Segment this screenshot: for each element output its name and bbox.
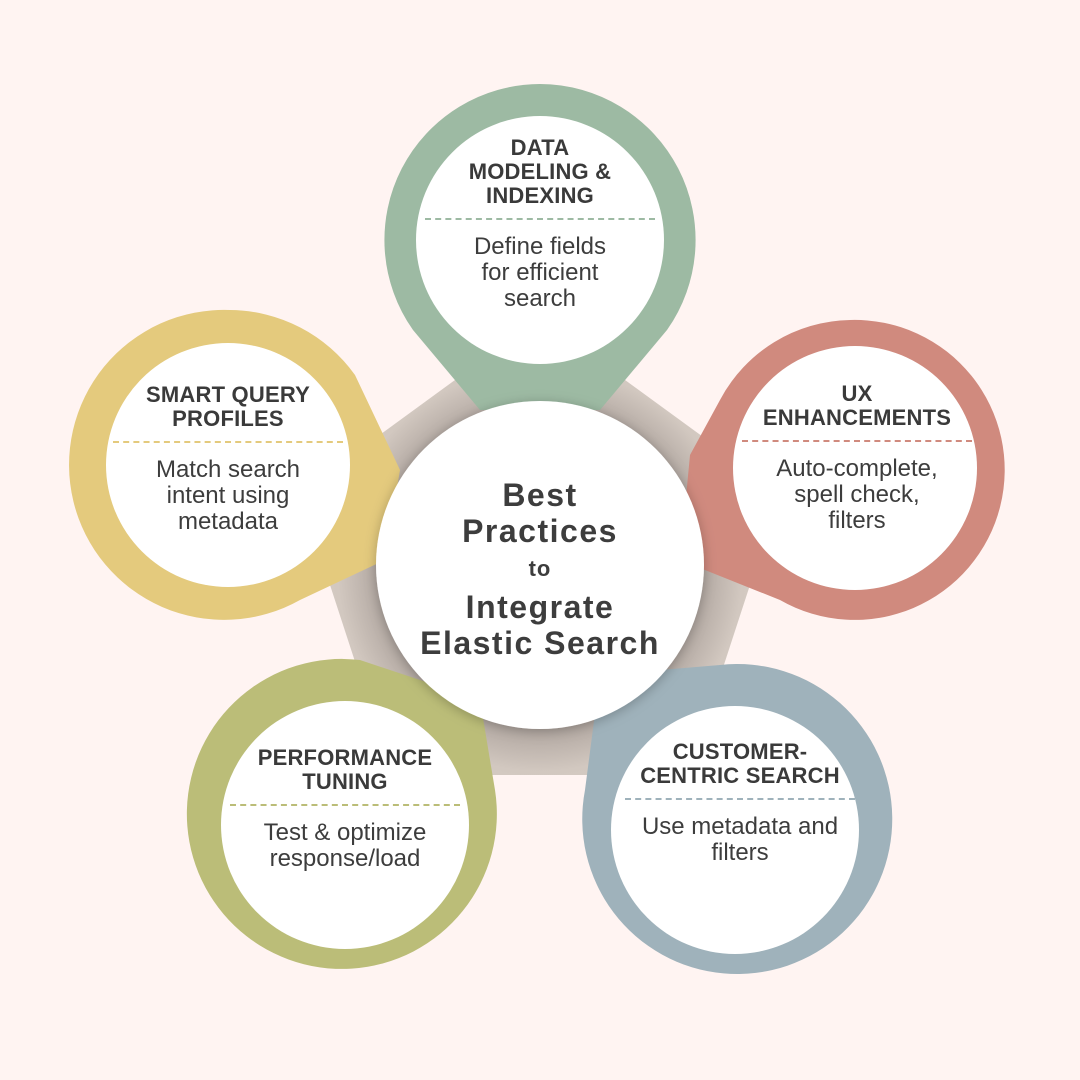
node-divider xyxy=(625,798,855,800)
node-ring-performance-tuning xyxy=(186,658,497,969)
node-title: DATA MODELING & INDEXING xyxy=(468,135,612,208)
node-ring-ux-enhancements xyxy=(680,319,1005,620)
center-title-connector: to xyxy=(528,556,552,581)
node-title: CUSTOMER- CENTRIC SEARCH xyxy=(640,739,840,788)
node-ux-enhancements: UX ENHANCEMENTS Auto-complete, spell che… xyxy=(737,382,977,534)
node-divider xyxy=(113,441,343,443)
node-smart-query-profiles: SMART QUERY PROFILES Match search intent… xyxy=(108,383,348,535)
node-ring-customer-centric-search xyxy=(582,664,893,975)
node-description: Match search intent using metadata xyxy=(155,456,301,535)
node-customer-centric-search: CUSTOMER- CENTRIC SEARCH Use metadata an… xyxy=(615,740,865,866)
node-data-modeling: DATA MODELING & INDEXING Define fields f… xyxy=(420,136,660,312)
node-title: PERFORMANCE TUNING xyxy=(257,745,433,794)
node-ring-data-modeling xyxy=(384,84,696,410)
node-description: Auto-complete, spell check, filters xyxy=(776,455,938,534)
node-title: SMART QUERY PROFILES xyxy=(146,382,310,431)
node-divider xyxy=(230,804,460,806)
center-circle xyxy=(376,401,704,729)
center-title: Best Practices to Integrate Elastic Sear… xyxy=(378,412,702,726)
node-ring-smart-query-profiles xyxy=(69,309,400,620)
node-performance-tuning: PERFORMANCE TUNING Test & optimize respo… xyxy=(225,746,465,872)
node-description: Define fields for efficient search xyxy=(473,233,607,312)
node-divider xyxy=(742,440,972,442)
center-title-line2: Integrate Elastic Search xyxy=(420,589,660,661)
node-title: UX ENHANCEMENTS xyxy=(762,381,952,430)
node-divider xyxy=(425,218,655,220)
center-title-line1: Best Practices xyxy=(462,477,618,549)
node-description: Test & optimize response/load xyxy=(263,819,427,872)
node-description: Use metadata and filters xyxy=(641,813,839,866)
